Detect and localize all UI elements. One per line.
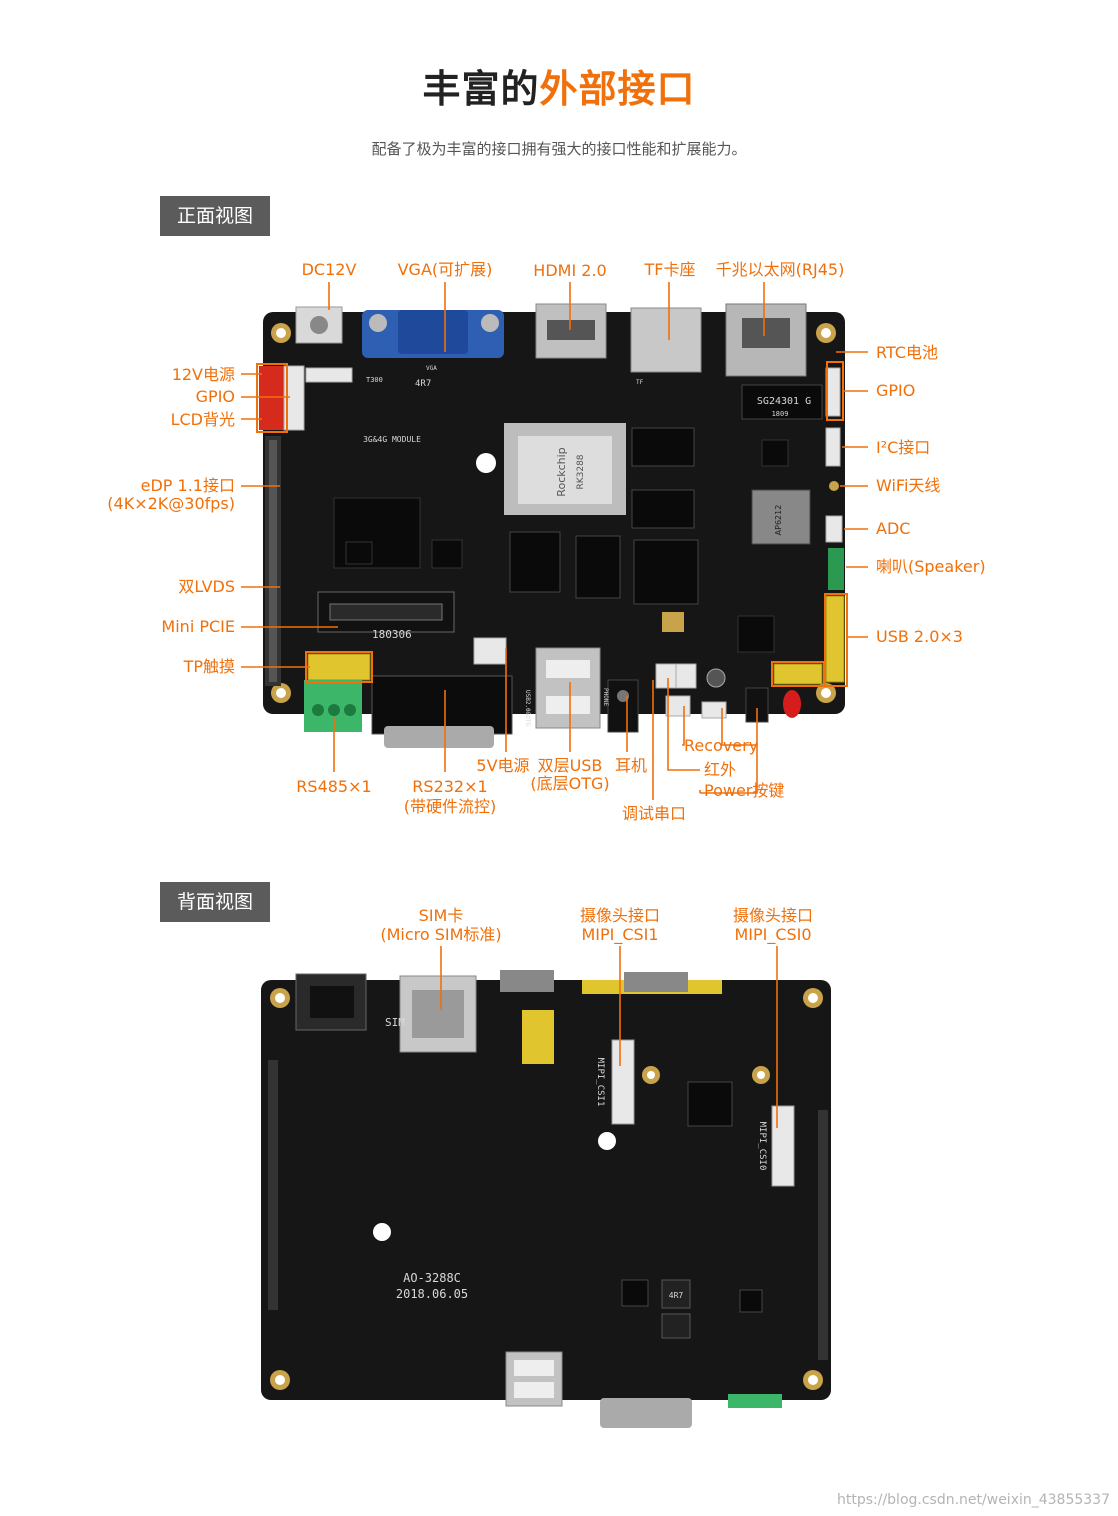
- soc-model: RK3288: [576, 454, 586, 489]
- t300-silk: T300: [366, 376, 383, 384]
- label-earphone: 耳机: [614, 756, 647, 775]
- back-csi1-silk: MIPI_CSI1: [595, 1058, 605, 1107]
- label-rs232: RS232×1: [412, 777, 488, 796]
- label-edp-spec: (4K×2K@30fps): [107, 494, 235, 513]
- vga-silk: VGA: [426, 365, 437, 372]
- label-i2c: I²C接口: [876, 438, 931, 457]
- back-csi0-silk: MIPI_CSI0: [757, 1122, 767, 1171]
- label-sim-standard: (Micro SIM标准): [380, 925, 502, 944]
- rtc-chip-code: 1809: [772, 410, 789, 418]
- label-rtc: RTC电池: [876, 343, 938, 362]
- label-vga: VGA(可扩展): [397, 260, 493, 279]
- title-accent: 外部接口: [539, 67, 696, 111]
- back-sim-silk: SIM: [385, 1016, 405, 1029]
- label-lcd-backlight: LCD背光: [170, 410, 235, 429]
- back-board-date: 2018.06.05: [396, 1287, 468, 1301]
- back-board-name: AO-3288C: [403, 1271, 461, 1285]
- title-plain: 丰富的: [422, 67, 540, 111]
- pcie-date: 180306: [372, 628, 412, 641]
- label-dual-usb: 双层USB: [537, 756, 603, 775]
- label-gpio-right: GPIO: [876, 381, 916, 400]
- phone-silk: PHONE: [602, 688, 609, 706]
- page-title: 丰富的外部接口: [0, 58, 1118, 113]
- label-dual-usb-otg: (底层OTG): [530, 774, 610, 793]
- label-wifi: WiFi天线: [876, 476, 941, 495]
- label-power-key: Power按键: [704, 781, 785, 800]
- watermark: https://blog.csdn.net/weixin_43855337: [836, 1492, 1110, 1508]
- label-cam0-mipi: MIPI_CSI0: [734, 925, 812, 944]
- usb-otg-silk: USB2.0&OTG: [524, 690, 531, 727]
- label-adc: ADC: [876, 519, 911, 538]
- label-tp: TP触摸: [183, 657, 235, 676]
- label-speaker: 喇叭(Speaker): [876, 557, 986, 576]
- label-5v-power: 5V电源: [476, 756, 530, 775]
- label-sim: SIM卡: [418, 906, 464, 925]
- inductor-silk: 4R7: [415, 379, 431, 389]
- label-cam1-mipi: MIPI_CSI1: [581, 925, 659, 944]
- rtc-chip-label: SG24301 G: [757, 396, 811, 407]
- label-rj45: 千兆以太网(RJ45): [715, 260, 845, 279]
- label-cam0: 摄像头接口: [732, 906, 813, 925]
- label-tf: TF卡座: [644, 260, 696, 279]
- label-rs232-flow: (带硬件流控): [403, 797, 497, 816]
- module-silk: 3G&4G MODULE: [363, 435, 421, 444]
- wifi-chip-label: AP6212: [774, 505, 783, 536]
- label-recovery: Recovery: [684, 736, 759, 755]
- soc-brand: Rockchip: [555, 447, 568, 496]
- back-view-tag: 背面视图: [160, 882, 270, 922]
- tf-silk: TF: [636, 379, 644, 386]
- label-cam1: 摄像头接口: [579, 906, 660, 925]
- label-12v-power: 12V电源: [171, 365, 235, 384]
- label-lvds: 双LVDS: [178, 577, 235, 596]
- label-dc12v: DC12V: [301, 260, 357, 279]
- label-debug-uart: 调试串口: [621, 804, 686, 823]
- label-mini-pcie: Mini PCIE: [161, 617, 235, 636]
- front-view-tag: 正面视图: [160, 196, 270, 236]
- label-edp: eDP 1.1接口: [140, 476, 235, 495]
- label-usb3: USB 2.0×3: [876, 627, 963, 646]
- label-ir: 红外: [704, 760, 737, 779]
- label-gpio-left: GPIO: [195, 387, 235, 406]
- page-subtitle: 配备了极为丰富的接口拥有强大的接口性能和扩展能力。: [371, 140, 747, 158]
- label-hdmi: HDMI 2.0: [533, 261, 607, 280]
- back-inductor-silk: 4R7: [669, 1291, 684, 1300]
- label-rs485: RS485×1: [296, 777, 372, 796]
